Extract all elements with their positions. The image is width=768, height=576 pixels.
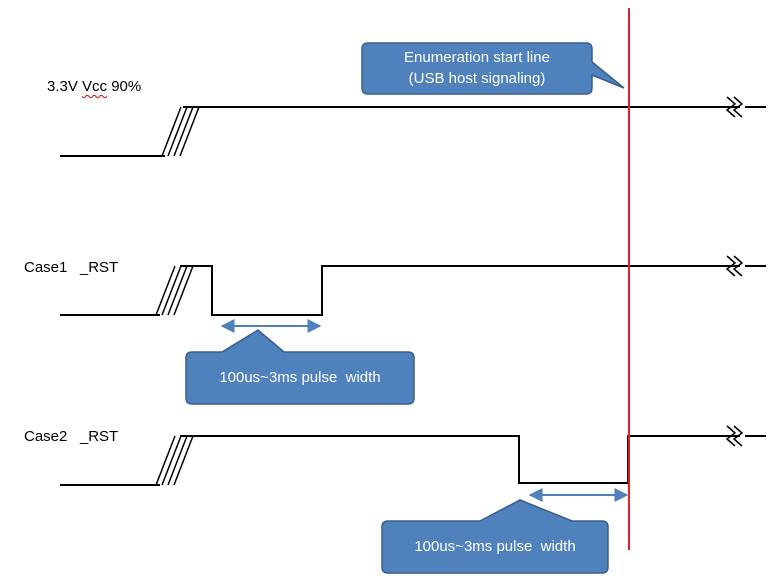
enumeration-callout-line2: (USB host signaling)	[408, 70, 546, 87]
case2-label: Case2 _RST	[24, 428, 119, 445]
vcc-break-mark	[725, 96, 744, 118]
pulse-callout-case1-text: 100us~3ms pulse width	[219, 369, 381, 386]
enumeration-callout-text: Enumeration start line (USB host signali…	[362, 47, 592, 89]
case1-ramp-hatch	[155, 265, 194, 316]
enumeration-callout-shape	[361, 42, 625, 95]
pulse-callout-case2-shape	[381, 499, 609, 574]
pulse-callout-case2-text: 100us~3ms pulse width	[414, 538, 576, 555]
case2-ramp-hatch	[155, 435, 194, 486]
case2-waveform	[60, 425, 766, 486]
enumeration-callout-line1: Enumeration start line	[404, 49, 550, 66]
case1-label: Case1 _RST	[24, 259, 119, 276]
vcc-ramp-hatch	[161, 106, 200, 157]
vcc-waveform	[60, 96, 766, 157]
case1-waveform	[60, 255, 766, 316]
case2-break-mark	[725, 425, 744, 447]
vcc-label: 3.3V Vcc 90%	[47, 78, 142, 95]
pulse-callout-case1-shape	[185, 329, 415, 405]
case1-break-mark	[725, 255, 744, 277]
